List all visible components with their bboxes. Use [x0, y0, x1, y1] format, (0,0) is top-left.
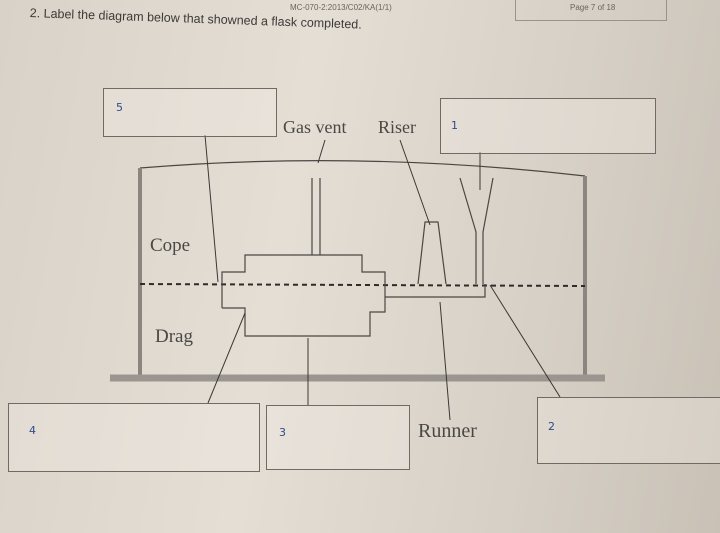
riser-shape: [417, 221, 447, 285]
label-gas-vent: Gas vent: [283, 117, 347, 137]
answer-box-2[interactable]: 2: [537, 397, 720, 464]
label-cope: Cope: [150, 235, 191, 256]
page-box: [515, 0, 667, 21]
answer-4: 4: [29, 424, 36, 437]
mold-cavity: [221, 254, 486, 337]
gas-vent-channel: [311, 178, 321, 255]
doc-code: MC-070-2:2013/C02/KA(1/1): [290, 3, 392, 12]
answer-box-5[interactable]: 5: [103, 88, 277, 137]
page-number: Page 7 of 18: [570, 3, 616, 12]
label-riser: Riser: [378, 117, 416, 137]
leader-5: [204, 134, 219, 283]
answer-1: 1: [451, 119, 458, 132]
leader-gas-vent: [317, 139, 326, 164]
answer-2: 2: [548, 420, 555, 433]
label-runner: Runner: [418, 420, 477, 442]
answer-3: 3: [279, 426, 286, 439]
parting-line: [139, 283, 586, 287]
answer-box-4[interactable]: 4: [8, 403, 260, 472]
answer-5: 5: [116, 101, 123, 114]
leader-4: [207, 312, 246, 404]
sprue-shape: [459, 177, 494, 284]
flask-top: [139, 160, 586, 177]
answer-box-1[interactable]: 1: [440, 98, 656, 154]
label-drag: Drag: [155, 326, 193, 347]
leader-runner: [439, 301, 451, 421]
leader-riser: [399, 139, 431, 226]
answer-box-3[interactable]: 3: [266, 405, 410, 470]
leader-2: [489, 284, 561, 398]
